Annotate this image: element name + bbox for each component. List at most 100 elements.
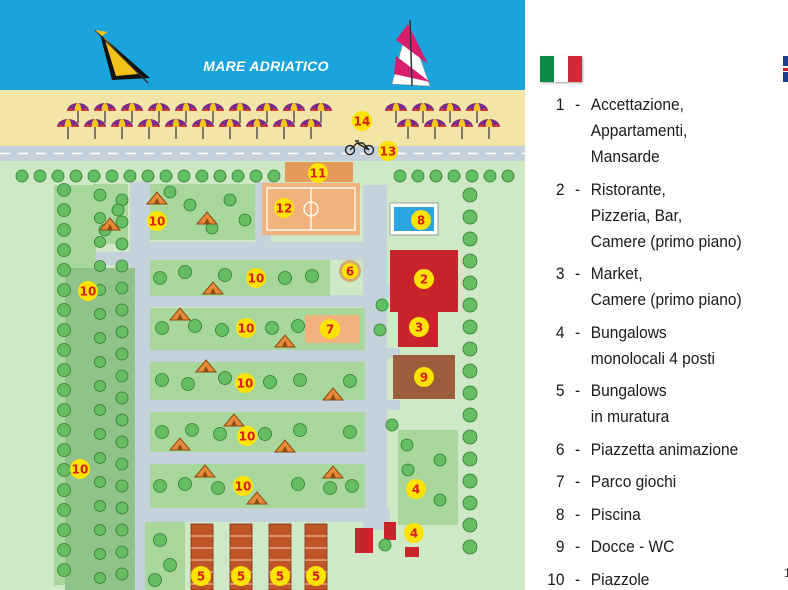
edge-mark: 1 <box>784 566 788 580</box>
tree-icon <box>293 373 307 387</box>
tree-icon <box>462 297 478 313</box>
svg-text:7: 7 <box>326 323 334 337</box>
marker-market[interactable]: 3 <box>409 317 429 337</box>
marker-pitch[interactable]: 10 <box>235 373 255 393</box>
svg-text:10: 10 <box>72 463 89 477</box>
legend-item: 9-Docce - WC <box>525 534 772 560</box>
marker-pitch[interactable]: 10 <box>236 318 256 338</box>
legend-number: 9 <box>555 538 565 556</box>
tree-icon <box>115 391 129 405</box>
tree-icon <box>94 500 106 512</box>
svg-text:11: 11 <box>310 167 327 181</box>
legend-number: 5 <box>555 382 565 400</box>
svg-text:10: 10 <box>248 272 265 286</box>
legend-text: Market, Camere (primo piano) <box>590 265 742 309</box>
marker-pool[interactable]: 8 <box>411 210 431 230</box>
tree-icon <box>163 558 177 572</box>
tree-icon <box>115 479 129 493</box>
tree-icon <box>343 374 357 388</box>
marker-sports-court[interactable]: 12 <box>274 198 294 218</box>
uk-flag-icon[interactable] <box>783 56 788 82</box>
tree-icon <box>159 169 173 183</box>
marker-bungalow-brick[interactable]: 5 <box>231 566 251 586</box>
tree-icon <box>57 363 71 377</box>
tree-icon <box>462 473 478 489</box>
marker-playground[interactable]: 7 <box>320 319 340 339</box>
legend-item: 4-Bungalows monolocali 4 posti <box>525 320 772 372</box>
svg-text:13: 13 <box>380 145 397 159</box>
marker-bungalow-mono[interactable]: 4 <box>404 523 424 543</box>
tree-icon <box>378 538 392 552</box>
tree-icon <box>57 543 71 557</box>
marker-umbrellas[interactable]: 14 <box>352 111 372 131</box>
tree-icon <box>94 452 106 464</box>
tree-icon <box>94 332 106 344</box>
tree-icon <box>462 451 478 467</box>
tree-icon <box>94 212 106 224</box>
tree-icon <box>343 425 357 439</box>
tree-icon <box>94 548 106 560</box>
tree-icon <box>213 427 227 441</box>
sea-label: MARE ADRIATICO <box>203 58 329 74</box>
legend-text: Accettazione, Appartamenti, Mansarde <box>590 96 688 166</box>
marker-plaza[interactable]: 6 <box>342 263 358 279</box>
tree-icon <box>115 523 129 537</box>
tree-icon <box>433 453 447 467</box>
legend-dash: - <box>575 538 581 556</box>
italian-flag-icon[interactable] <box>540 56 582 82</box>
tree-icon <box>57 203 71 217</box>
tree-icon <box>447 169 461 183</box>
svg-text:5: 5 <box>197 570 205 584</box>
marker-bikes[interactable]: 13 <box>378 141 398 161</box>
tree-icon <box>462 385 478 401</box>
svg-text:10: 10 <box>149 215 166 229</box>
legend-text: Bungalows monolocali 4 posti <box>590 323 715 368</box>
svg-text:12: 12 <box>276 202 293 216</box>
tree-icon <box>462 495 478 511</box>
marker-pitch[interactable]: 10 <box>147 211 167 231</box>
svg-text:5: 5 <box>276 570 284 584</box>
tree-icon <box>185 423 199 437</box>
tree-icon <box>57 403 71 417</box>
marker-pitch[interactable]: 10 <box>70 459 90 479</box>
tree-icon <box>462 319 478 335</box>
tree-icon <box>345 479 359 493</box>
marker-bungalow-brick[interactable]: 5 <box>306 566 326 586</box>
tree-icon <box>115 457 129 471</box>
marker-bungalow-brick[interactable]: 5 <box>191 566 211 586</box>
tree-icon <box>115 413 129 427</box>
svg-text:6: 6 <box>346 265 354 279</box>
tree-icon <box>178 477 192 491</box>
tree-icon <box>141 169 155 183</box>
tree-icon <box>462 187 478 203</box>
marker-showers[interactable]: 9 <box>414 367 434 387</box>
tree-icon <box>462 231 478 247</box>
legend-text: Parco giochi <box>590 473 677 491</box>
marker-pitch[interactable]: 10 <box>246 268 266 288</box>
house-small <box>355 528 373 553</box>
legend-dash: - <box>575 180 581 199</box>
tree-icon <box>462 539 478 555</box>
tree-icon <box>57 263 71 277</box>
svg-text:10: 10 <box>239 430 256 444</box>
tree-icon <box>115 501 129 515</box>
beach-area <box>0 90 525 146</box>
legend-dash: - <box>575 440 581 459</box>
tree-icon <box>249 169 263 183</box>
tree-icon <box>177 169 191 183</box>
marker-pitch[interactable]: 10 <box>78 281 98 301</box>
marker-pitch[interactable]: 10 <box>237 426 257 446</box>
marker-bungalow-brick[interactable]: 5 <box>270 566 290 586</box>
tree-icon <box>195 169 209 183</box>
tree-icon <box>429 169 443 183</box>
legend-text: Piscina <box>590 505 641 524</box>
marker-pitch[interactable]: 10 <box>233 476 253 496</box>
marker-bungalow-mono[interactable]: 4 <box>406 479 426 499</box>
marker-building-north[interactable]: 11 <box>308 163 328 183</box>
tree-icon <box>57 523 71 537</box>
tree-icon <box>153 479 167 493</box>
tree-icon <box>115 435 129 449</box>
legend-item: 3-Market, Camere (primo piano) <box>525 261 772 313</box>
marker-restaurant[interactable]: 2 <box>414 269 434 289</box>
